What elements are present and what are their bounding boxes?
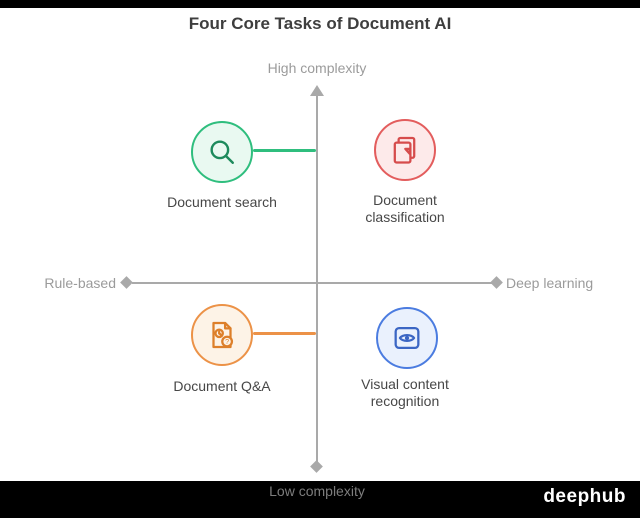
eye-icon (390, 321, 424, 355)
document-question-icon: ? (205, 318, 239, 352)
quadrant-badge-classification (374, 119, 436, 181)
axis-label-right: Deep learning (506, 275, 594, 291)
svg-text:?: ? (225, 338, 229, 346)
deephub-watermark: deephub (543, 486, 626, 507)
horizontal-axis-line (132, 282, 494, 284)
vertical-axis-bottom-marker (310, 460, 323, 473)
magnifier-icon (205, 135, 239, 169)
horizontal-axis-right-marker (490, 276, 503, 289)
quadrant-label-line: Document Q&A (173, 378, 271, 394)
axis-label-bottom: Low complexity (269, 483, 365, 499)
quadrant-label-qa: Document Q&A (142, 378, 302, 395)
quadrant-badge-search (191, 121, 253, 183)
bottom-letterbox-bar (0, 481, 640, 518)
top-letterbox-bar (0, 0, 640, 8)
vertical-axis-arrow-icon (310, 85, 324, 96)
documents-icon (388, 133, 422, 167)
quadrant-badge-recognition (376, 307, 438, 369)
quadrant-label-search: Document search (142, 194, 302, 211)
axis-label-left: Rule-based (44, 275, 116, 291)
connector-line-bottom-left (253, 332, 316, 335)
connector-line-top-left (253, 149, 316, 152)
quadrant-label-recognition: Visual content recognition (330, 376, 480, 410)
diagram-title: Four Core Tasks of Document AI (188, 14, 452, 33)
quadrant-badge-qa: ? (191, 304, 253, 366)
quadrant-label-classification: Document classification (330, 192, 480, 226)
quadrant-label-line: Document search (167, 194, 277, 210)
quadrant-label-line: recognition (370, 392, 440, 409)
vertical-axis-line (316, 94, 318, 466)
quadrant-label-line: Visual content (361, 376, 449, 392)
quadrant-label-line: classification (365, 208, 445, 225)
axis-label-top: High complexity (267, 60, 367, 76)
horizontal-axis-left-marker (120, 276, 133, 289)
quadrant-label-line: Document (373, 192, 437, 208)
